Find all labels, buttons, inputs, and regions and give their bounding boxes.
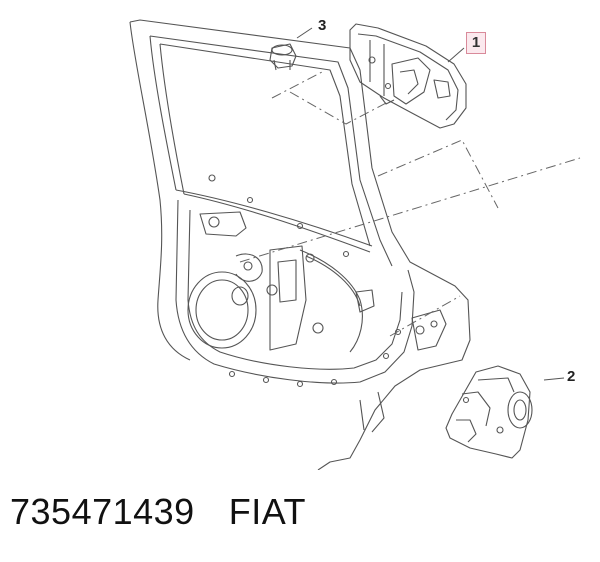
callout-label-2: 2 [567, 368, 576, 385]
brand-name: FIAT [228, 491, 307, 532]
door-panel [129, 19, 471, 470]
part-caption: 735471439 FIAT [10, 491, 306, 541]
callout-label-3: 3 [318, 17, 327, 34]
door-exploded-diagram [129, 19, 581, 470]
explode-lines [239, 71, 581, 337]
callout-label-1: 1 [466, 32, 486, 54]
part-number: 735471439 [10, 491, 195, 532]
part-3-clip [269, 43, 297, 71]
part-2-bracket [445, 365, 533, 459]
part-1-inner-handle [349, 23, 467, 129]
leader-lines [296, 27, 565, 381]
